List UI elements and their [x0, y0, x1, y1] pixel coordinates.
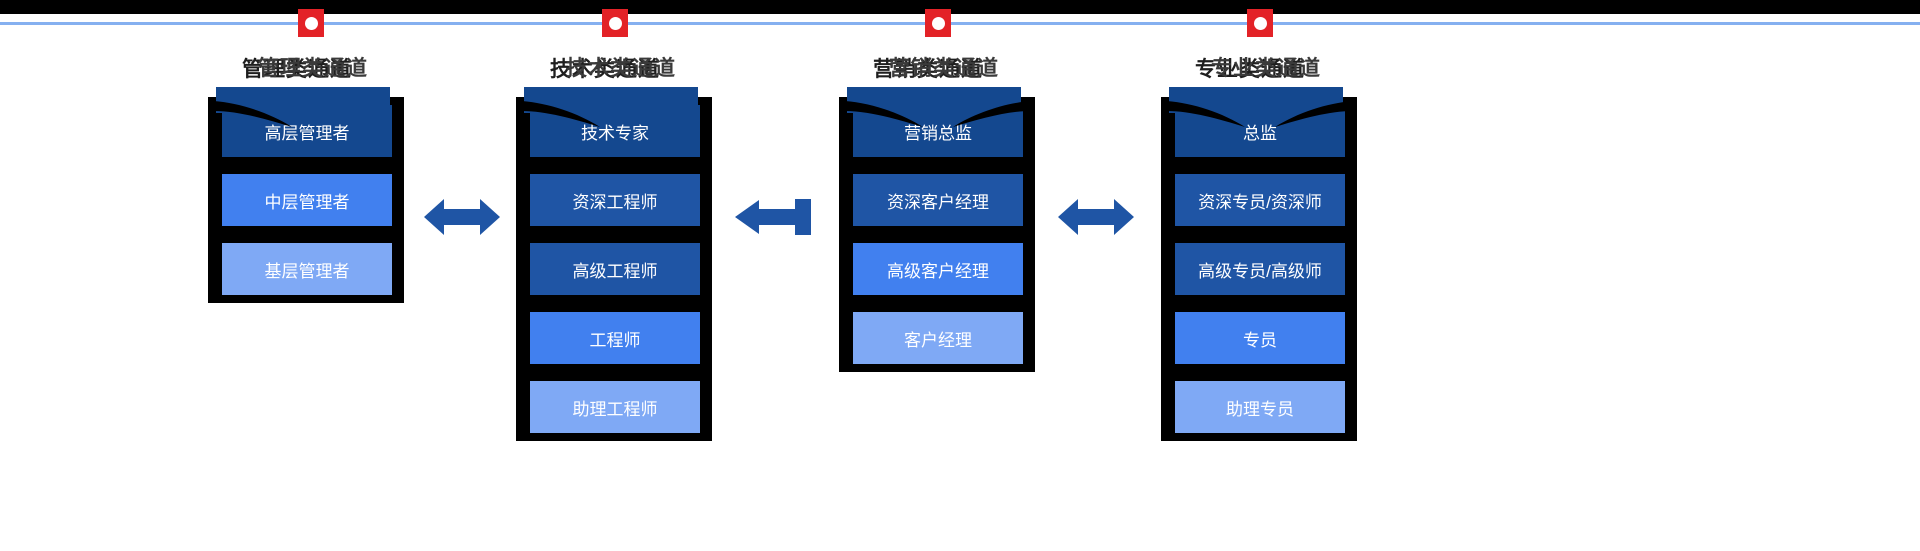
ladder-frame-technical: 技术专家资深工程师高级工程师工程师助理工程师	[516, 87, 712, 441]
column-title-text: 管理类通道	[258, 57, 368, 80]
column-title-text: 技术类通道	[566, 57, 676, 80]
column-title-text: 专业类通道	[1211, 57, 1321, 80]
column-title-shadow: 技术类通道	[550, 58, 660, 81]
column-title-shadow: 专业类通道	[1195, 58, 1305, 81]
rank-label: 高级专员/高级师	[1198, 261, 1322, 281]
column-title-technical: 技术类通道技术类通道	[516, 52, 712, 86]
rank-block[interactable]: 技术专家	[522, 101, 700, 157]
rank-block[interactable]: 资深专员/资深师	[1175, 174, 1345, 226]
column-title-shadow: 管理类通道	[242, 58, 352, 81]
timeline-marker-4[interactable]	[1247, 9, 1273, 37]
timeline-marker-3[interactable]	[925, 9, 951, 37]
column-title-text: 营销类通道	[889, 57, 999, 80]
column-title-management: 管理类通道管理类通道	[208, 52, 404, 86]
column-title-marketing: 营销类通道营销类通道	[839, 52, 1035, 86]
rank-label: 助理专员	[1226, 399, 1294, 419]
rank-label: 工程师	[589, 330, 641, 350]
top-horizontal-rule	[0, 22, 1920, 25]
rank-label: 高级工程师	[572, 261, 658, 281]
rank-label: 营销总监	[904, 123, 972, 143]
top-black-bar	[0, 0, 1920, 14]
ladder-inner: 总监资深专员/资深师高级专员/高级师专员助理专员	[1161, 87, 1357, 441]
rank-label: 专员	[1243, 330, 1277, 350]
ladder-frame-professional: 总监资深专员/资深师高级专员/高级师专员助理专员	[1161, 87, 1357, 441]
rank-block[interactable]: 资深工程师	[530, 174, 700, 226]
timeline-marker-1[interactable]	[298, 9, 324, 37]
rank-block[interactable]: 基层管理者	[222, 243, 392, 295]
rank-label: 基层管理者	[264, 261, 350, 281]
rank-label: 高级客户经理	[887, 261, 989, 281]
column-title-professional: 专业类通道专业类通道	[1161, 52, 1357, 86]
rank-label: 中层管理者	[264, 192, 350, 212]
rank-block[interactable]: 高级专员/高级师	[1175, 243, 1345, 295]
rank-block[interactable]: 专员	[1175, 312, 1345, 364]
rank-label: 高层管理者	[264, 123, 350, 143]
career-column-professional: 专业类通道专业类通道总监资深专员/资深师高级专员/高级师专员助理专员	[1161, 52, 1357, 441]
rank-block[interactable]: 营销总监	[845, 101, 1031, 157]
marker-dot-icon	[608, 16, 622, 30]
marker-dot-icon	[931, 16, 945, 30]
rank-label: 总监	[1243, 123, 1277, 143]
ladder-frame-marketing: 营销总监资深客户经理高级客户经理客户经理	[839, 87, 1035, 372]
arrow-management-technical-icon	[424, 196, 500, 238]
rank-block[interactable]: 中层管理者	[222, 174, 392, 226]
rank-block[interactable]: 助理工程师	[530, 381, 700, 433]
ladder-inner: 高层管理者中层管理者基层管理者	[208, 87, 404, 303]
rank-block[interactable]: 资深客户经理	[853, 174, 1023, 226]
rank-block[interactable]: 客户经理	[853, 312, 1023, 364]
rank-label: 资深专员/资深师	[1198, 192, 1322, 212]
ladder-frame-management: 高层管理者中层管理者基层管理者	[208, 87, 404, 303]
marker-dot-icon	[304, 16, 318, 30]
rank-block[interactable]: 高级工程师	[530, 243, 700, 295]
rank-block[interactable]: 工程师	[530, 312, 700, 364]
rank-block[interactable]: 高级客户经理	[853, 243, 1023, 295]
ladder-inner: 营销总监资深客户经理高级客户经理客户经理	[839, 87, 1035, 372]
rank-block[interactable]: 助理专员	[1175, 381, 1345, 433]
rank-label: 技术专家	[581, 123, 649, 143]
rank-block[interactable]: 总监	[1167, 101, 1353, 157]
career-column-management: 管理类通道管理类通道高层管理者中层管理者基层管理者	[208, 52, 404, 303]
arrow-marketing-professional-icon	[1058, 196, 1134, 238]
column-title-shadow: 营销类通道	[873, 58, 983, 81]
career-column-technical: 技术类通道技术类通道技术专家资深工程师高级工程师工程师助理工程师	[516, 52, 712, 441]
career-column-marketing: 营销类通道营销类通道营销总监资深客户经理高级客户经理客户经理	[839, 52, 1035, 372]
ladder-inner: 技术专家资深工程师高级工程师工程师助理工程师	[516, 87, 712, 441]
rank-label: 资深工程师	[572, 192, 658, 212]
rank-block[interactable]: 高层管理者	[214, 101, 392, 157]
timeline-marker-2[interactable]	[602, 9, 628, 37]
rank-label: 资深客户经理	[887, 192, 989, 212]
rank-label: 助理工程师	[572, 399, 658, 419]
marker-dot-icon	[1253, 16, 1267, 30]
rank-label: 客户经理	[904, 330, 972, 350]
arrow-technical-marketing-icon	[735, 196, 811, 238]
